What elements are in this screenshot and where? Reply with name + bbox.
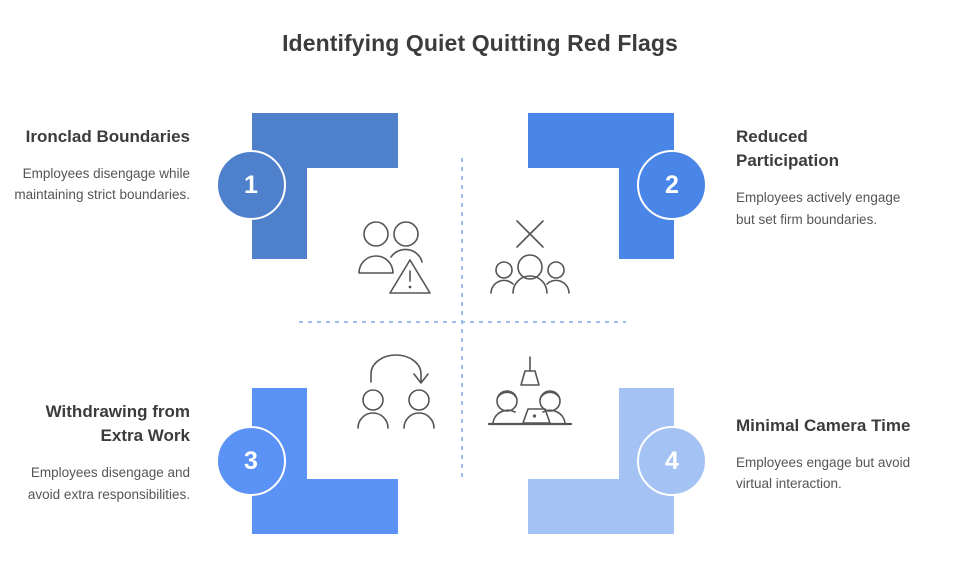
step-number-label-1: 1 <box>244 170 258 199</box>
group-excluded-icon <box>487 217 573 295</box>
quadrant-1-description: Employees disengage while maintaining st… <box>14 166 190 203</box>
quadrant-3-bottom-bar <box>252 479 398 534</box>
step-number-badge-2[interactable]: 2 <box>637 150 707 220</box>
step-number-label-3: 3 <box>244 446 258 475</box>
step-number-badge-1[interactable]: 1 <box>216 150 286 220</box>
quadrant-3-description: Employees disengage and avoid extra resp… <box>27 465 190 502</box>
quadrant-2-heading: Reduced Participation <box>736 127 839 171</box>
step-number-label-2: 2 <box>665 170 679 199</box>
desk-laptop-lamp-icon <box>487 355 573 433</box>
quadrant-1-top-bar <box>252 113 398 168</box>
step-number-label-4: 4 <box>665 446 679 475</box>
dotted-horizontal-divider <box>299 321 626 323</box>
dotted-vertical-divider <box>461 158 463 482</box>
people-warning-icon <box>353 217 439 295</box>
quadrant-2-description: Employees actively engage but set firm b… <box>736 190 901 227</box>
quadrant-4-text: Minimal Camera Time Employees engage but… <box>736 414 922 495</box>
quadrant-3-text: Withdrawing from Extra Work Employees di… <box>8 400 190 505</box>
quadrant-2-text: Reduced Participation Employees actively… <box>736 125 914 230</box>
quadrant-4-description: Employees engage but avoid virtual inter… <box>736 455 911 492</box>
quadrant-4-heading: Minimal Camera Time <box>736 416 911 435</box>
step-number-badge-4[interactable]: 4 <box>637 426 707 496</box>
step-number-badge-3[interactable]: 3 <box>216 426 286 496</box>
task-handover-arrow-icon <box>353 352 439 430</box>
quadrant-1-text: Ironclad Boundaries Employees disengage … <box>12 125 190 206</box>
page-title: Identifying Quiet Quitting Red Flags <box>282 30 678 56</box>
quadrant-3-heading: Withdrawing from Extra Work <box>45 402 190 446</box>
quadrant-1-heading: Ironclad Boundaries <box>25 127 190 146</box>
